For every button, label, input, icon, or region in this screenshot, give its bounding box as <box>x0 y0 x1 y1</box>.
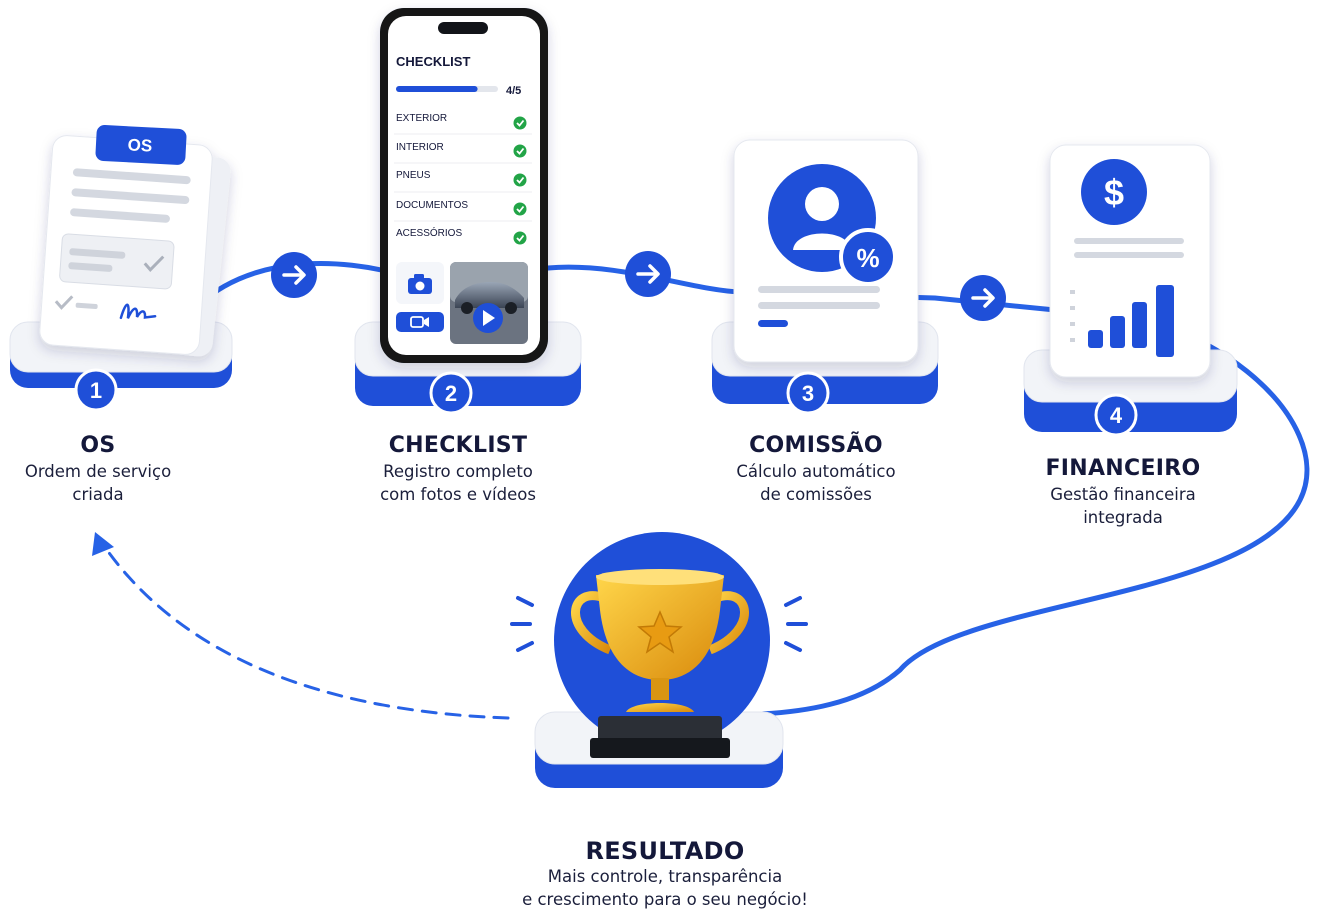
step-title: COMISSÃO <box>749 433 883 458</box>
phone-checklist-item: INTERIOR <box>396 142 444 153</box>
step-subtitle: Registro completo com fotos e vídeos <box>380 462 536 504</box>
step-number-badge <box>74 368 118 412</box>
step-title: OS <box>80 433 116 458</box>
return-arrow-icon <box>98 538 510 720</box>
step-number: 3 <box>802 381 814 406</box>
check-icon <box>513 116 527 130</box>
result-label: RESULTADO Mais controle, transparência e… <box>455 837 875 911</box>
signature-icon <box>119 303 157 320</box>
result-subtitle: Mais controle, transparência e crescimen… <box>522 867 808 909</box>
arrow-right-icon <box>271 252 317 298</box>
step-number-badge <box>786 371 830 415</box>
step-label-os: OS Ordem de serviço criada <box>0 432 196 506</box>
camera-icon <box>408 274 432 294</box>
bar-chart-icon <box>1088 285 1174 357</box>
phone-checklist-item: EXTERIOR <box>396 113 447 124</box>
phone-checklist-title: CHECKLIST <box>396 54 470 69</box>
dollar-icon <box>1081 159 1147 225</box>
phone-progress-label: 4/5 <box>506 85 521 97</box>
dollar-sign-label: $ <box>1104 172 1124 213</box>
step-title: FINANCEIRO <box>1045 456 1201 481</box>
check-icon <box>513 231 527 245</box>
phone-checklist-item: PNEUS <box>396 170 431 181</box>
step-subtitle: Gestão financeira integrada <box>1050 485 1196 527</box>
check-icon <box>513 144 527 158</box>
arrow-right-icon <box>625 251 671 297</box>
result-title: RESULTADO <box>585 837 745 865</box>
percent-badge-label: % <box>856 243 879 273</box>
user-icon <box>768 164 876 272</box>
trophy-icon <box>510 532 808 788</box>
check-icon <box>143 255 165 272</box>
os-tag-label: OS <box>127 135 153 155</box>
step-number-badge <box>1094 393 1138 437</box>
step-os-illustration <box>9 125 233 388</box>
step-label-finance: FINANCEIRO Gestão financeira integrada <box>1010 455 1236 529</box>
check-icon <box>513 202 527 216</box>
star-icon <box>637 610 683 654</box>
step-subtitle: Cálculo automático de comissões <box>736 462 896 504</box>
step-finance-illustration <box>1023 144 1238 432</box>
step-number: 4 <box>1110 403 1123 428</box>
step-number: 1 <box>90 378 102 403</box>
check-icon <box>54 295 74 310</box>
step-label-checklist: CHECKLIST Registro completo com fotos e … <box>345 432 571 506</box>
video-icon <box>410 316 429 328</box>
phone-checklist-item: DOCUMENTOS <box>396 200 468 211</box>
step-title: CHECKLIST <box>388 433 528 458</box>
step-subtitle: Ordem de serviço criada <box>24 462 172 504</box>
arrow-right-icon <box>960 275 1006 321</box>
step-checklist-illustration <box>354 8 582 406</box>
step-number-badge <box>429 371 473 415</box>
play-icon <box>473 303 503 333</box>
percent-icon <box>839 228 897 286</box>
check-icon <box>513 173 527 187</box>
step-number: 2 <box>445 381 457 406</box>
phone-checklist-item: ACESSÓRIOS <box>396 226 462 239</box>
progress-bar-fill <box>396 86 478 92</box>
step-commission-illustration <box>711 139 939 404</box>
step-label-commission: COMISSÃO Cálculo automático de comissões <box>700 432 932 506</box>
